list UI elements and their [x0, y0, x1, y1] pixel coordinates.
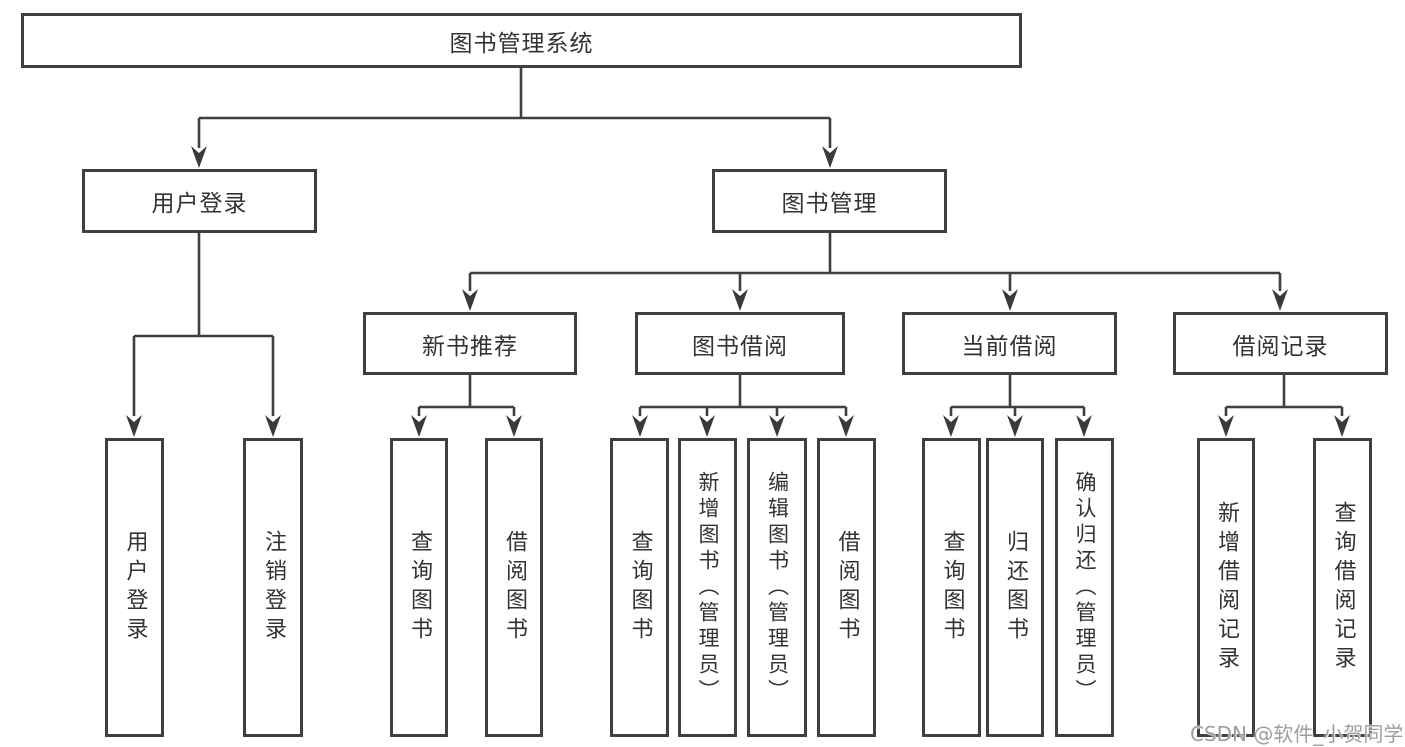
node-root-system: 图书管理系统: [21, 13, 1022, 68]
leaf-borrow-books: 借阅图书: [817, 438, 876, 737]
leaf-query-books-borrow: 查询图书: [610, 438, 669, 737]
leaf-borrow-books-recommend: 借阅图书: [485, 438, 543, 737]
node-user-login: 用户登录: [82, 169, 317, 233]
leaf-query-books-recommend: 查询图书: [390, 438, 448, 737]
leaf-return-books: 归还图书: [986, 438, 1044, 737]
leaf-query-books-current: 查询图书: [922, 438, 981, 737]
node-book-borrowing: 图书借阅: [635, 312, 845, 375]
leaf-user-login: 用户登录: [105, 438, 164, 737]
node-borrow-records: 借阅记录: [1173, 312, 1388, 375]
csdn-watermark: CSDN @软件_小贺同学: [1190, 722, 1404, 746]
leaf-add-books-admin: 新增图书（管理员）: [678, 438, 737, 737]
node-new-book-recommend: 新书推荐: [363, 312, 577, 375]
node-current-borrowing: 当前借阅: [902, 312, 1117, 375]
node-book-management: 图书管理: [712, 169, 947, 233]
leaf-edit-books-admin: 编辑图书（管理员）: [747, 438, 807, 737]
leaf-logout: 注销登录: [243, 438, 303, 737]
leaf-query-borrow-record: 查询借阅记录: [1313, 438, 1372, 737]
leaf-add-borrow-record: 新增借阅记录: [1197, 438, 1255, 737]
leaf-confirm-return-admin: 确认归还（管理员）: [1055, 438, 1114, 737]
